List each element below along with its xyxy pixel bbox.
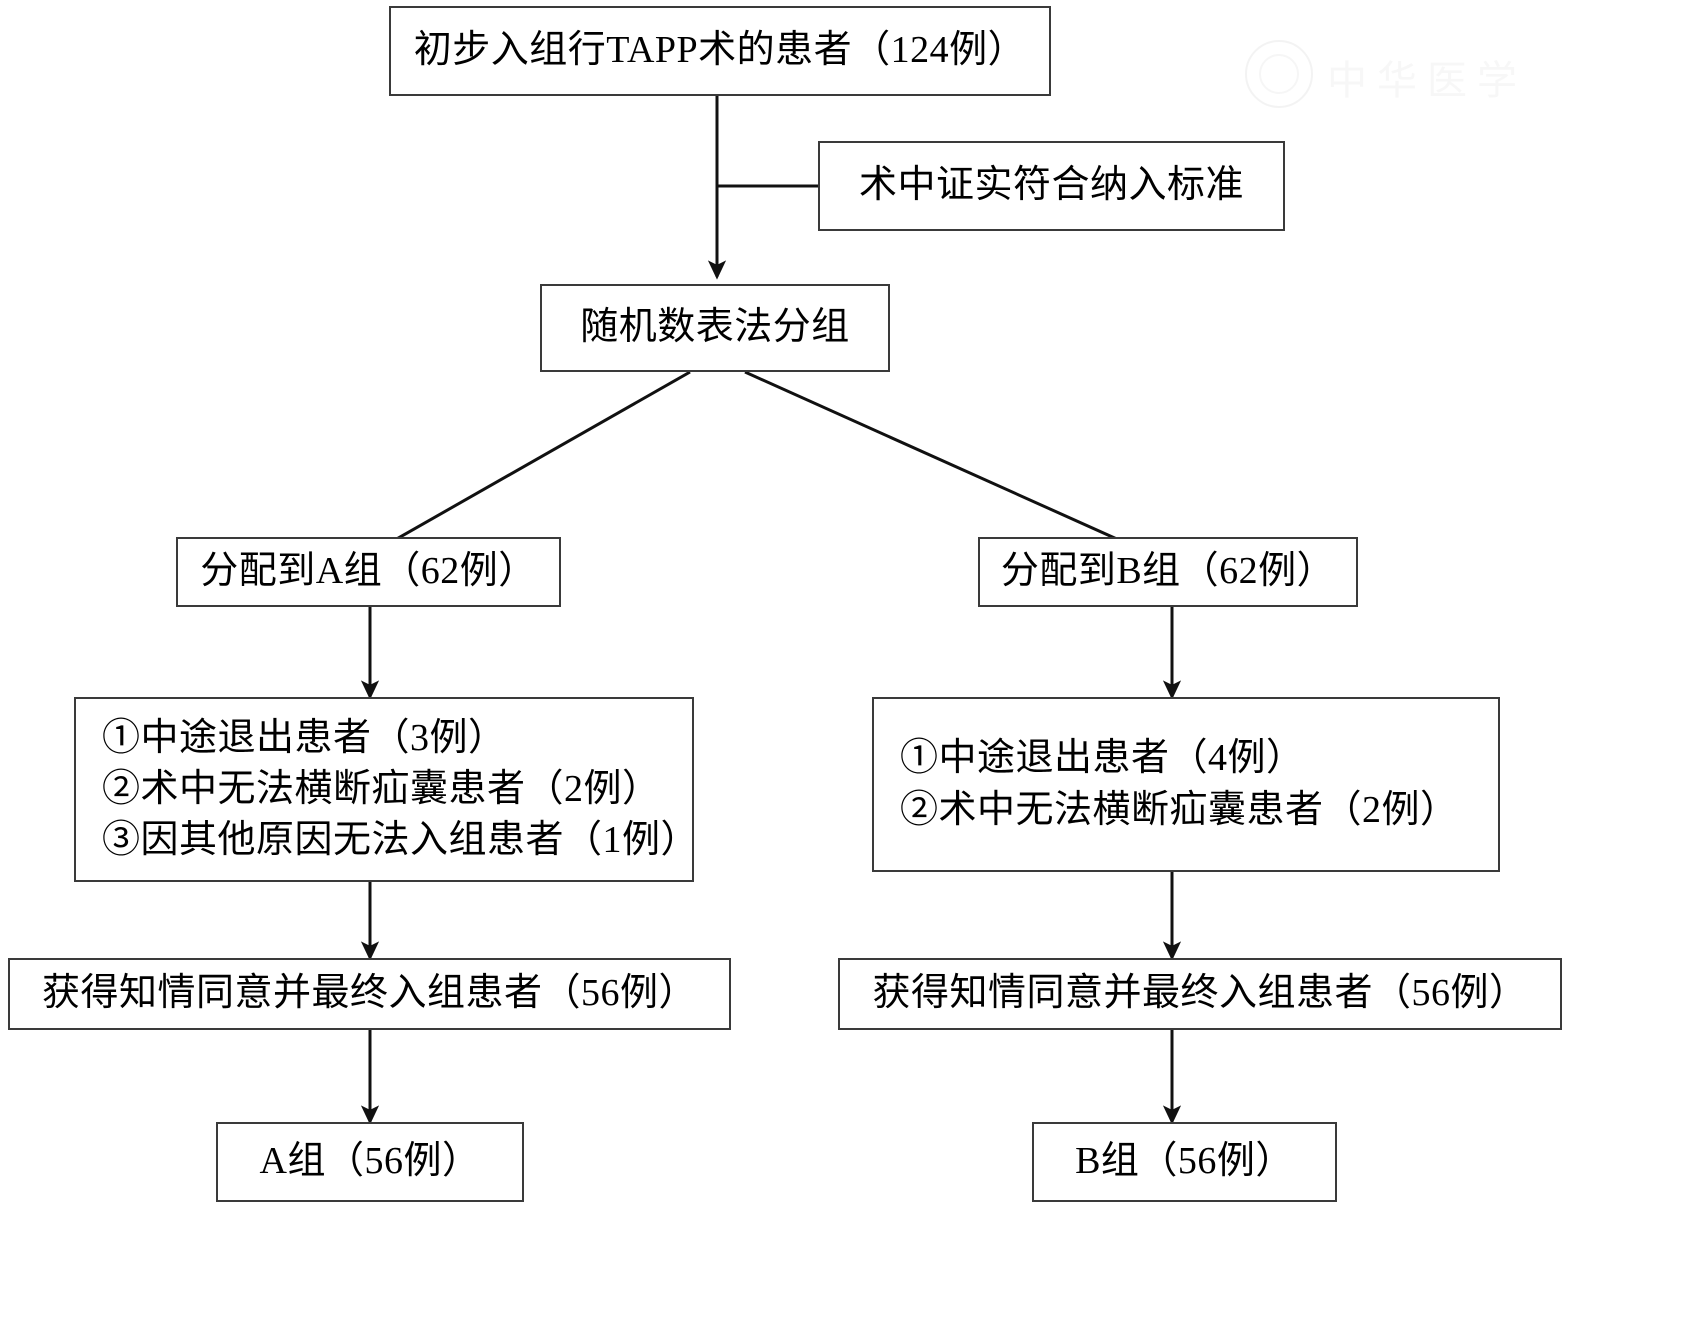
watermark: 中华医学: [1245, 38, 1545, 118]
group-b-exclusion-item-2: ②术中无法横断疝囊患者（2例）: [900, 788, 1459, 831]
medical-association-emblem-icon: [1245, 40, 1313, 108]
node-group-a-allocation: 分配到A组（62例）: [176, 537, 561, 607]
watermark-text: 中华医学: [1327, 58, 1527, 103]
node-group-b-allocation-label: 分配到B组（62例）: [1000, 550, 1336, 593]
group-a-exclusion-item-1: ①中途退出患者（3例）: [102, 716, 507, 759]
edge-randomization-to-group-b: [744, 370, 1151, 555]
node-inclusion-criteria: 术中证实符合纳入标准: [818, 141, 1285, 231]
node-group-a-exclusions: ①中途退出患者（3例） ②术中无法横断疝囊患者（2例） ③因其他原因无法入组患者…: [74, 697, 699, 882]
node-group-b-exclusions: ①中途退出患者（4例） ②术中无法横断疝囊患者（2例）: [872, 697, 1500, 872]
node-group-a-consent: 获得知情同意并最终入组患者（56例）: [8, 958, 731, 1030]
group-a-exclusion-item-3: ③因其他原因无法入组患者（1例）: [102, 819, 700, 862]
node-group-b-consent-label: 获得知情同意并最终入组患者（56例）: [872, 972, 1528, 1015]
node-randomization-label: 随机数表法分组: [580, 306, 850, 349]
node-inclusion-criteria-label: 术中证实符合纳入标准: [858, 164, 1244, 207]
node-randomization: 随机数表法分组: [540, 284, 890, 372]
node-group-a-consent-label: 获得知情同意并最终入组患者（56例）: [41, 972, 697, 1015]
node-group-a-final: A组（56例）: [216, 1122, 524, 1202]
group-b-exclusion-item-1: ①中途退出患者（4例）: [900, 737, 1305, 780]
node-group-b-final: B组（56例）: [1032, 1122, 1337, 1202]
node-group-a-allocation-label: 分配到A组（62例）: [200, 550, 537, 593]
node-initially-enrolled-label: 初步入组行TAPP术的患者（124例）: [413, 29, 1027, 72]
edge-randomization-to-group-a: [369, 370, 691, 555]
node-group-b-consent: 获得知情同意并最终入组患者（56例）: [838, 958, 1562, 1030]
node-group-b-final-label: B组（56例）: [1075, 1140, 1294, 1183]
node-group-a-final-label: A组（56例）: [259, 1140, 481, 1183]
node-group-b-allocation: 分配到B组（62例）: [978, 537, 1358, 607]
group-a-exclusion-item-2: ②术中无法横断疝囊患者（2例）: [102, 767, 661, 810]
node-initially-enrolled: 初步入组行TAPP术的患者（124例）: [389, 6, 1051, 96]
